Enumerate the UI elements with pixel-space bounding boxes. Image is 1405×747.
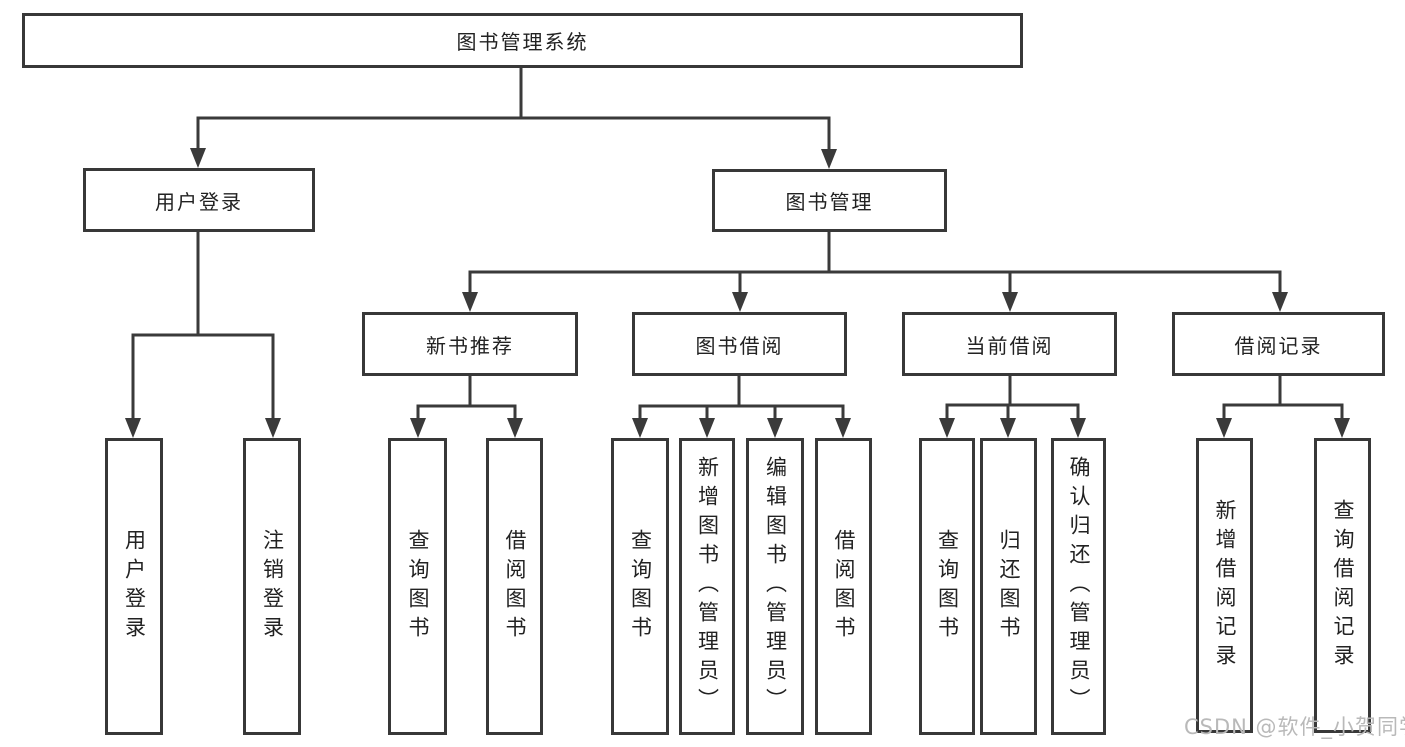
node-label: 用户登录	[155, 189, 243, 214]
arrow-icon	[507, 418, 523, 438]
node-label: 新书推荐	[426, 333, 514, 358]
node-borrow-books: 借阅图书	[815, 438, 872, 735]
node-label: 借阅图书	[832, 528, 856, 645]
node-library-management-system: 图书管理系统	[22, 13, 1023, 68]
root-connector	[190, 66, 837, 169]
node-query-books-recommend: 查询图书	[388, 438, 447, 735]
node-query-books-current: 查询图书	[919, 438, 975, 735]
node-add-books-admin: 新增图书（管理员）	[679, 438, 735, 735]
arrow-icon	[1002, 292, 1018, 312]
node-borrow-record: 借阅记录	[1172, 312, 1385, 376]
arrow-icon	[1070, 418, 1086, 438]
node-label: 查询图书	[935, 528, 960, 645]
node-query-borrow-record: 查询借阅记录	[1314, 438, 1371, 733]
node-label: 注销登录	[260, 528, 285, 645]
node-label: 编辑图书（管理员）	[763, 456, 788, 717]
node-new-book-recommend: 新书推荐	[362, 312, 578, 376]
node-return-books: 归还图书	[980, 438, 1037, 735]
node-user-login: 用户登录	[105, 438, 163, 735]
arrow-icon	[732, 292, 748, 312]
node-current-borrow: 当前借阅	[902, 312, 1117, 376]
arrow-icon	[699, 418, 715, 438]
arrow-icon	[462, 292, 478, 312]
node-label: 借阅记录	[1234, 333, 1323, 358]
node-label: 借阅图书	[503, 528, 527, 645]
node-user-login-group: 用户登录	[83, 168, 315, 232]
node-label: 归还图书	[997, 528, 1021, 645]
arrow-icon	[1334, 418, 1350, 438]
node-label: 查询图书	[628, 528, 653, 645]
node-book-borrow: 图书借阅	[632, 312, 847, 376]
user-login-connector	[125, 232, 281, 438]
borrow-record-connector	[1216, 376, 1350, 438]
node-query-books-borrow: 查询图书	[611, 438, 669, 735]
arrow-icon	[410, 418, 426, 438]
node-label: 查询借阅记录	[1331, 498, 1355, 673]
node-borrow-books-recommend: 借阅图书	[486, 438, 543, 735]
arrow-icon	[767, 418, 783, 438]
arrow-icon	[190, 148, 206, 168]
node-label: 查询图书	[406, 528, 430, 645]
book-borrow-connector	[632, 376, 851, 438]
arrow-icon	[1272, 292, 1288, 312]
node-confirm-return-admin: 确认归还（管理员）	[1051, 438, 1106, 735]
arrow-icon	[835, 418, 851, 438]
new-book-recommend-connector	[410, 376, 523, 438]
node-label: 新增借阅记录	[1213, 498, 1237, 673]
node-edit-books-admin: 编辑图书（管理员）	[746, 438, 804, 735]
node-add-borrow-record: 新增借阅记录	[1196, 438, 1253, 733]
node-label: 图书借阅	[695, 333, 784, 358]
arrow-icon	[632, 418, 648, 438]
arrow-icon	[1216, 418, 1232, 438]
node-book-management: 图书管理	[712, 169, 947, 232]
node-label: 当前借阅	[965, 333, 1054, 358]
node-label: 新增图书（管理员）	[695, 456, 720, 717]
arrow-icon	[265, 418, 281, 438]
arrow-icon	[125, 418, 141, 438]
node-label: 图书管理系统	[456, 30, 589, 54]
current-borrow-connector	[939, 376, 1086, 438]
node-label: 图书管理	[785, 190, 874, 214]
csdn-watermark: CSDN @软件_小贺同学	[1184, 715, 1405, 739]
arrow-icon	[1000, 418, 1016, 438]
node-logout: 注销登录	[243, 438, 301, 735]
node-label: 确认归还（管理员）	[1067, 456, 1091, 717]
arrow-icon	[821, 149, 837, 169]
book-management-connector	[462, 232, 1288, 312]
arrow-icon	[939, 418, 955, 438]
node-label: 用户登录	[122, 528, 147, 645]
